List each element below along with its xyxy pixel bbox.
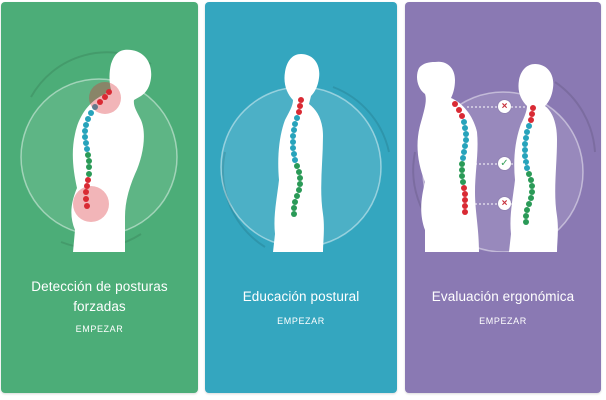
postural-education-illustration xyxy=(220,54,390,252)
start-button[interactable]: EMPEZAR xyxy=(479,316,527,326)
spine xyxy=(290,97,304,217)
start-button[interactable]: EMPEZAR xyxy=(75,324,124,334)
card-ergonomic-evaluation[interactable]: × ✓ × Evaluación ergonómica EMPEZAR xyxy=(405,2,601,393)
card-title: Evaluación ergonómica xyxy=(431,289,575,304)
correct-icon: ✓ xyxy=(498,157,511,170)
strain-highlight-lower-back xyxy=(73,186,109,222)
incorrect-icon: × xyxy=(498,197,511,210)
card-posture-detection[interactable]: Detección de posturas forzadas EMPEZAR xyxy=(1,2,198,393)
ergonomic-evaluation-illustration xyxy=(412,61,596,252)
card-title-line-2: forzadas xyxy=(73,299,126,314)
incorrect-icon: × xyxy=(498,100,511,113)
spine xyxy=(82,89,112,209)
left-spine xyxy=(452,101,469,215)
posture-detection-illustration xyxy=(20,49,178,252)
card-postural-education[interactable]: Educación postural EMPEZAR xyxy=(205,2,397,393)
card-title: Educación postural xyxy=(242,289,360,304)
strain-highlight-neck xyxy=(89,82,121,114)
card-title: Detección de posturas forzadas xyxy=(1,277,198,317)
card-title-line-1: Detección de posturas xyxy=(31,279,168,294)
start-button[interactable]: EMPEZAR xyxy=(277,316,325,326)
